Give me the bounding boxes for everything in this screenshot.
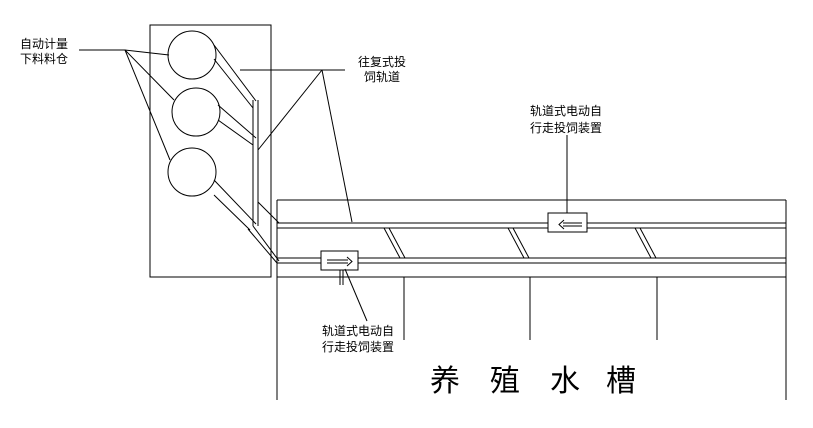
tank-label-char-2: 殖 <box>490 364 520 399</box>
hoppers-label-line2: 下料料仓 <box>20 52 68 66</box>
feeding-track <box>247 201 786 264</box>
feeder-right-label-line1: 轨道式电动自 <box>530 104 602 118</box>
chute-tubes <box>213 44 259 231</box>
tank-label-char-3: 水 <box>550 364 580 399</box>
feeder-right-label-line2: 行走投饲装置 <box>530 120 602 135</box>
hopper-circle-3 <box>167 147 217 197</box>
labels: 自动计量 下料料仓 往复式投 饲轨道 轨道式电动自 行走投饲装置 轨道式电动自 … <box>20 37 636 399</box>
track-label-line1: 往复式投 <box>358 54 406 69</box>
track-label-line2: 饲轨道 <box>364 70 400 84</box>
feeder-cart-left <box>320 250 359 285</box>
tank-outline <box>276 199 787 400</box>
hopper-housing <box>149 24 272 278</box>
hoppers-label-line1: 自动计量 <box>20 37 68 51</box>
tank-label-char-1: 养 <box>430 364 460 399</box>
feeder-cart-right <box>547 212 588 233</box>
hopper-circle-1 <box>167 30 217 80</box>
hopper-circle-2 <box>171 87 221 137</box>
feeder-left-label-line2: 行走投饲装置 <box>322 339 394 354</box>
tank-label-char-4: 槽 <box>606 364 636 399</box>
feeder-left-label-line1: 轨道式电动自 <box>322 324 394 338</box>
support-posts <box>403 277 658 340</box>
leader-lines <box>79 49 568 322</box>
